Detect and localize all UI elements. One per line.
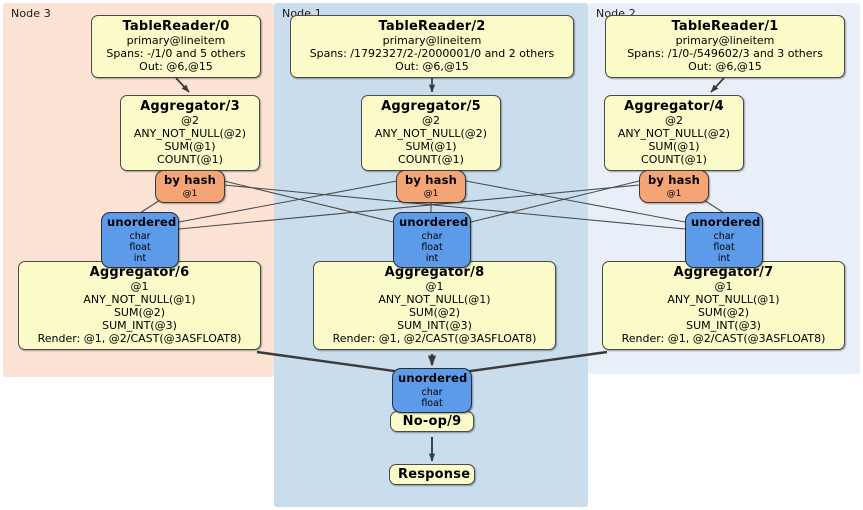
processor-func-3: COUNT(@1) bbox=[157, 153, 223, 167]
stream-type-2: float bbox=[421, 397, 443, 409]
processor-func-1: ANY_NOT_NULL(@1) bbox=[83, 293, 196, 307]
stream-unordered-center[interactable]: unordered char float int bbox=[393, 212, 471, 269]
stream-title: unordered bbox=[399, 215, 469, 229]
processor-group: @1 bbox=[714, 280, 733, 294]
processor-aggregator-5[interactable]: Aggregator/5 @2 ANY_NOT_NULL(@2) SUM(@1)… bbox=[361, 95, 501, 172]
stream-unordered-final[interactable]: unordered char float bbox=[392, 368, 472, 413]
stream-type-1: char bbox=[421, 386, 443, 398]
processor-render: Render: @1, @2/CAST(@3ASFLOAT8) bbox=[37, 332, 242, 346]
processor-func-1: ANY_NOT_NULL(@2) bbox=[374, 127, 488, 141]
processor-title: Aggregator/8 bbox=[384, 265, 485, 280]
processor-out: Out: @6,@15 bbox=[688, 60, 762, 74]
processor-func-2: SUM(@2) bbox=[697, 306, 750, 320]
processor-tablereader-0[interactable]: TableReader/0 primary@lineitem Spans: -/… bbox=[91, 15, 261, 79]
processor-title: TableReader/2 bbox=[378, 19, 486, 34]
stream-type-1: char bbox=[129, 230, 151, 242]
router-by-hash-3[interactable]: by hash @1 bbox=[155, 170, 225, 204]
router-columns: @1 bbox=[182, 188, 198, 199]
processor-index: primary@lineitem bbox=[382, 34, 482, 48]
router-title: by hash bbox=[163, 173, 217, 187]
processor-func-3: COUNT(@1) bbox=[398, 153, 464, 167]
processor-title: Aggregator/3 bbox=[140, 99, 240, 114]
stream-type-2: float bbox=[421, 241, 443, 253]
router-columns: @1 bbox=[666, 188, 682, 199]
stream-title: unordered bbox=[398, 371, 468, 385]
processor-title: Aggregator/4 bbox=[624, 99, 724, 114]
processor-aggregator-3[interactable]: Aggregator/3 @2 ANY_NOT_NULL(@2) SUM(@1)… bbox=[120, 95, 260, 172]
processor-group: @2 bbox=[665, 114, 683, 128]
processor-spans: Spans: /1/0-/549602/3 and 3 others bbox=[627, 47, 823, 61]
processor-func-2: SUM(@1) bbox=[648, 140, 700, 154]
stream-type-3: int bbox=[425, 252, 439, 264]
stream-unordered-left[interactable]: unordered char float int bbox=[101, 212, 179, 269]
router-title: by hash bbox=[404, 173, 458, 187]
router-columns: @1 bbox=[423, 188, 439, 199]
processor-index: primary@lineitem bbox=[675, 34, 775, 48]
stream-type-3: int bbox=[133, 252, 147, 264]
processor-title: Aggregator/6 bbox=[89, 265, 190, 280]
processor-title: TableReader/0 bbox=[122, 19, 230, 34]
processor-render: Render: @1, @2/CAST(@3ASFLOAT8) bbox=[332, 332, 537, 346]
router-by-hash-5[interactable]: by hash @1 bbox=[396, 170, 466, 204]
processor-tablereader-2[interactable]: TableReader/2 primary@lineitem Spans: /1… bbox=[290, 15, 574, 79]
processor-func-3: SUM_INT(@3) bbox=[397, 319, 472, 333]
processor-aggregator-6[interactable]: Aggregator/6 @1 ANY_NOT_NULL(@1) SUM(@2)… bbox=[18, 261, 261, 351]
router-title: by hash bbox=[647, 173, 701, 187]
processor-render: Render: @1, @2/CAST(@3ASFLOAT8) bbox=[621, 332, 826, 346]
processor-out: Out: @6,@15 bbox=[139, 60, 213, 74]
stream-type-2: float bbox=[713, 241, 735, 253]
stream-type-3: int bbox=[717, 252, 731, 264]
processor-func-2: SUM(@1) bbox=[405, 140, 457, 154]
processor-index: primary@lineitem bbox=[126, 34, 226, 48]
processor-aggregator-7[interactable]: Aggregator/7 @1 ANY_NOT_NULL(@1) SUM(@2)… bbox=[602, 261, 845, 351]
processor-func-3: SUM_INT(@3) bbox=[102, 319, 177, 333]
processor-title: Aggregator/7 bbox=[673, 265, 774, 280]
processor-func-3: COUNT(@1) bbox=[641, 153, 707, 167]
processor-out: Out: @6,@15 bbox=[395, 60, 469, 74]
processor-func-1: ANY_NOT_NULL(@2) bbox=[133, 127, 247, 141]
stream-title: unordered bbox=[107, 215, 177, 229]
router-by-hash-4[interactable]: by hash @1 bbox=[639, 170, 709, 204]
processor-func-2: SUM(@2) bbox=[408, 306, 461, 320]
node-panel-label-node3: Node 3 bbox=[11, 7, 51, 20]
stream-unordered-right[interactable]: unordered char float int bbox=[685, 212, 763, 269]
processor-title: Aggregator/5 bbox=[381, 99, 481, 114]
processor-title: TableReader/1 bbox=[671, 19, 779, 34]
processor-response[interactable]: Response bbox=[389, 464, 475, 486]
processor-func-3: SUM_INT(@3) bbox=[686, 319, 761, 333]
processor-func-1: ANY_NOT_NULL(@1) bbox=[378, 293, 491, 307]
processor-noop-9[interactable]: No-op/9 bbox=[390, 411, 474, 433]
processor-func-1: ANY_NOT_NULL(@1) bbox=[667, 293, 780, 307]
processor-func-1: ANY_NOT_NULL(@2) bbox=[617, 127, 731, 141]
processor-func-2: SUM(@2) bbox=[113, 306, 166, 320]
processor-group: @2 bbox=[181, 114, 199, 128]
stream-type-1: char bbox=[421, 230, 443, 242]
processor-aggregator-4[interactable]: Aggregator/4 @2 ANY_NOT_NULL(@2) SUM(@1)… bbox=[604, 95, 744, 172]
processor-spans: Spans: /1792327/2-/2000001/0 and 2 other… bbox=[309, 47, 555, 61]
processor-title: Response bbox=[398, 467, 471, 482]
processor-tablereader-1[interactable]: TableReader/1 primary@lineitem Spans: /1… bbox=[605, 15, 845, 79]
processor-group: @1 bbox=[425, 280, 444, 294]
processor-group: @1 bbox=[130, 280, 149, 294]
processor-spans: Spans: -/1/0 and 5 others bbox=[106, 47, 246, 61]
processor-aggregator-8[interactable]: Aggregator/8 @1 ANY_NOT_NULL(@1) SUM(@2)… bbox=[313, 261, 556, 351]
stream-type-2: float bbox=[129, 241, 151, 253]
stream-type-1: char bbox=[713, 230, 735, 242]
processor-group: @2 bbox=[422, 114, 440, 128]
processor-func-2: SUM(@1) bbox=[164, 140, 216, 154]
processor-title: No-op/9 bbox=[402, 414, 462, 429]
stream-title: unordered bbox=[691, 215, 761, 229]
